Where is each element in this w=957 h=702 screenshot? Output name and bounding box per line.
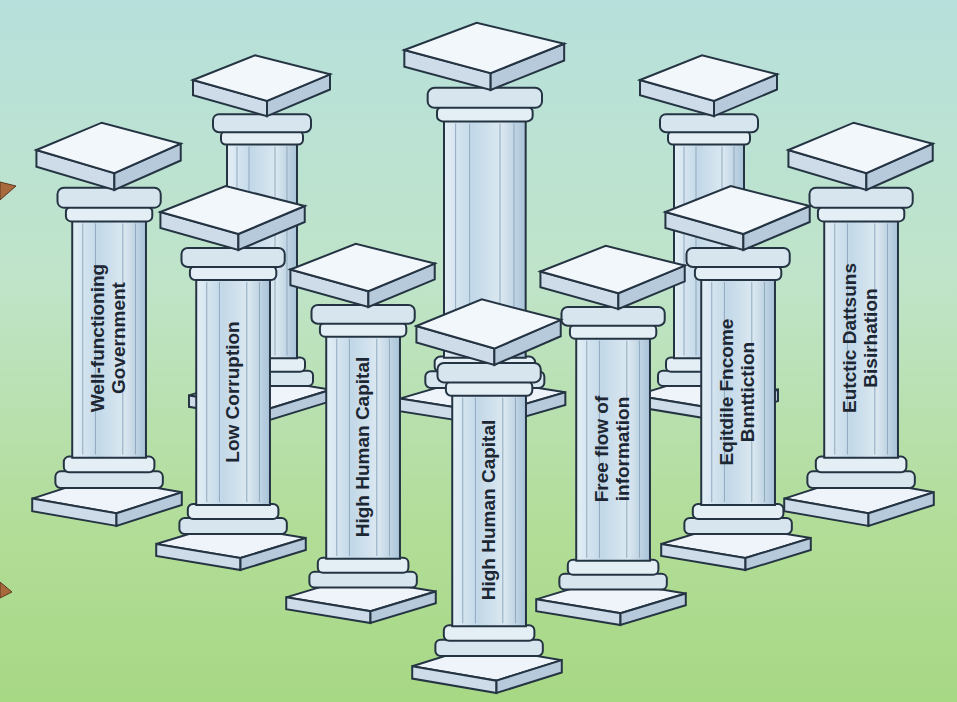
- pillar-label: Eutctic Dattsuns Bisirhation: [841, 224, 882, 452]
- pillar-label-group: Well-functioning Government: [89, 224, 130, 452]
- pillar-label-group: Low Corruption: [223, 283, 244, 500]
- pillar-label: Free flow of information: [593, 342, 634, 556]
- pillar-label-group: Free flow of information: [593, 342, 634, 556]
- labeled-pillar: Low Corruption: [152, 172, 310, 572]
- pillar-label-group: High Human Capital: [479, 399, 500, 622]
- pillar-label: Low Corruption: [223, 283, 244, 500]
- labeled-pillar: Free flow of information: [532, 232, 690, 627]
- pillar-label: High Human Capital: [479, 399, 500, 622]
- pillar-label: High Human Capital: [353, 340, 374, 554]
- labeled-pillar: Eutctic Dattsuns Bisirhation: [780, 108, 938, 528]
- edge-fragment: [0, 582, 12, 598]
- pillar-label-group: Eutctic Dattsuns Bisirhation: [841, 224, 882, 452]
- labeled-pillar: High Human Capital: [408, 285, 566, 695]
- pillar-label-group: High Human Capital: [353, 340, 374, 554]
- labeled-pillar: High Human Capital: [282, 230, 440, 625]
- pillar-label: Eqitdile Fncome Bnnttiction: [718, 283, 759, 500]
- pillar-label-group: Eqitdile Fncome Bnnttiction: [718, 283, 759, 500]
- labeled-pillar: Eqitdile Fncome Bnnttiction: [657, 172, 815, 572]
- labeled-pillar: Well-functioning Government: [28, 108, 186, 528]
- pillar-label: Well-functioning Government: [89, 224, 130, 452]
- edge-fragment: [0, 182, 16, 200]
